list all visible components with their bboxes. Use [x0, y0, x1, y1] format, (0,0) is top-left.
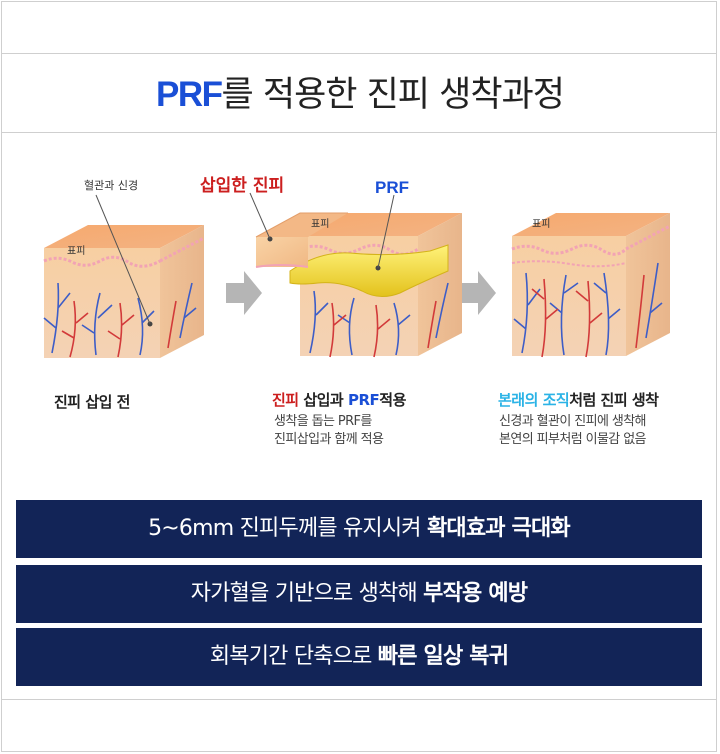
epidermis-label-2: 표피 — [311, 218, 329, 230]
benefit-banner-2: 자가혈을 기반으로 생착해 부작용 예방 — [16, 565, 702, 623]
step1-title: 진피 삽입 전 — [54, 393, 130, 411]
step2-desc-2: 진피삽입과 함께 적용 — [274, 432, 384, 447]
skin-block-before — [43, 194, 205, 358]
title-highlight: PRF — [156, 75, 223, 114]
page-title: PRF를 적용한 진피 생착과정 — [0, 58, 720, 132]
skin-block-engrafted — [511, 213, 671, 358]
bottom-divider — [1, 699, 717, 700]
benefit-banner-3: 회복기간 단축으로 빠른 일상 복귀 — [16, 628, 702, 686]
step2-desc-1: 생착을 돕는 PRF를 — [274, 414, 372, 429]
step3-desc-1: 신경과 혈관이 진피에 생착해 — [499, 414, 647, 429]
prf-label: PRF — [375, 178, 409, 197]
title-rest: 를 적용한 진피 생착과정 — [221, 75, 565, 115]
graft-process-diagram: 표피 혈관과 신경 표피 삽입한 진피 PRF — [43, 176, 671, 358]
inserted-dermis-label: 삽입한 진피 — [200, 176, 284, 196]
epidermis-label-1: 표피 — [67, 245, 85, 257]
vessel-nerve-label: 혈관과 신경 — [84, 178, 138, 192]
step2-title: 진피 삽입과 PRF적용 — [272, 391, 406, 409]
step3-desc-2: 본연의 피부처럼 이물감 없음 — [499, 432, 647, 447]
top-divider — [1, 53, 717, 54]
step3-title: 본래의 조직처럼 진피 생착 — [498, 391, 659, 409]
arrow-icon-2 — [462, 271, 496, 315]
benefit-banner-1: 5~6mm 진피두께를 유지시켜 확대효과 극대화 — [16, 500, 702, 558]
title-divider — [1, 132, 717, 133]
epidermis-label-3: 표피 — [532, 218, 550, 230]
arrow-icon-1 — [226, 271, 262, 315]
skin-block-insertion — [249, 192, 462, 358]
